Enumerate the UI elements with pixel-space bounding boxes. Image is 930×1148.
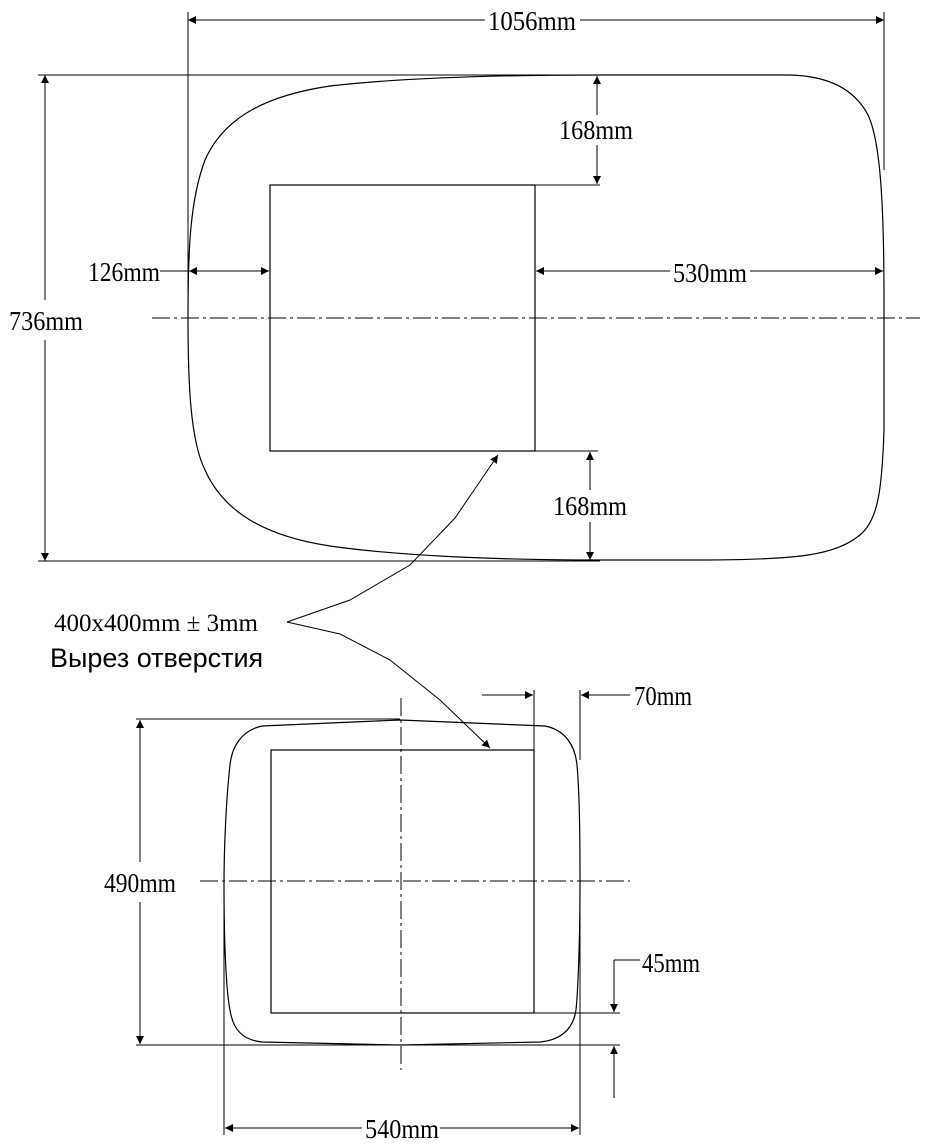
top-view-outline — [187, 74, 885, 561]
dim-left-margin: 126mm — [88, 257, 160, 287]
bottom-view: 490mm 540mm 70mm 45mm — [104, 681, 700, 1144]
dim-top-margin: 168mm — [559, 115, 633, 145]
bottom-view-outline — [223, 719, 581, 1046]
leader-line-bottom — [286, 621, 491, 749]
cutout-note: 400x400mm ± 3mm Вырез отверстия — [50, 454, 499, 749]
leader-line-top — [286, 454, 499, 623]
dim-side-offset: 70mm — [634, 681, 692, 711]
dim-width: 540mm — [365, 1114, 439, 1144]
dim-right-margin: 530mm — [673, 258, 747, 288]
dim-bottom-margin: 168mm — [553, 491, 627, 521]
dim-overall-width: 1056mm — [488, 6, 576, 36]
cutout-size-text: 400x400mm ± 3mm — [54, 610, 259, 637]
top-view: 1056mm 736mm 168mm 168mm 126mm 530mm — [9, 6, 920, 562]
dim-height: 490mm — [104, 868, 176, 898]
cutout-caption: Вырез отверстия — [50, 643, 263, 673]
dim-overall-height: 736mm — [9, 306, 83, 336]
dim-bottom-offset: 45mm — [642, 948, 700, 978]
